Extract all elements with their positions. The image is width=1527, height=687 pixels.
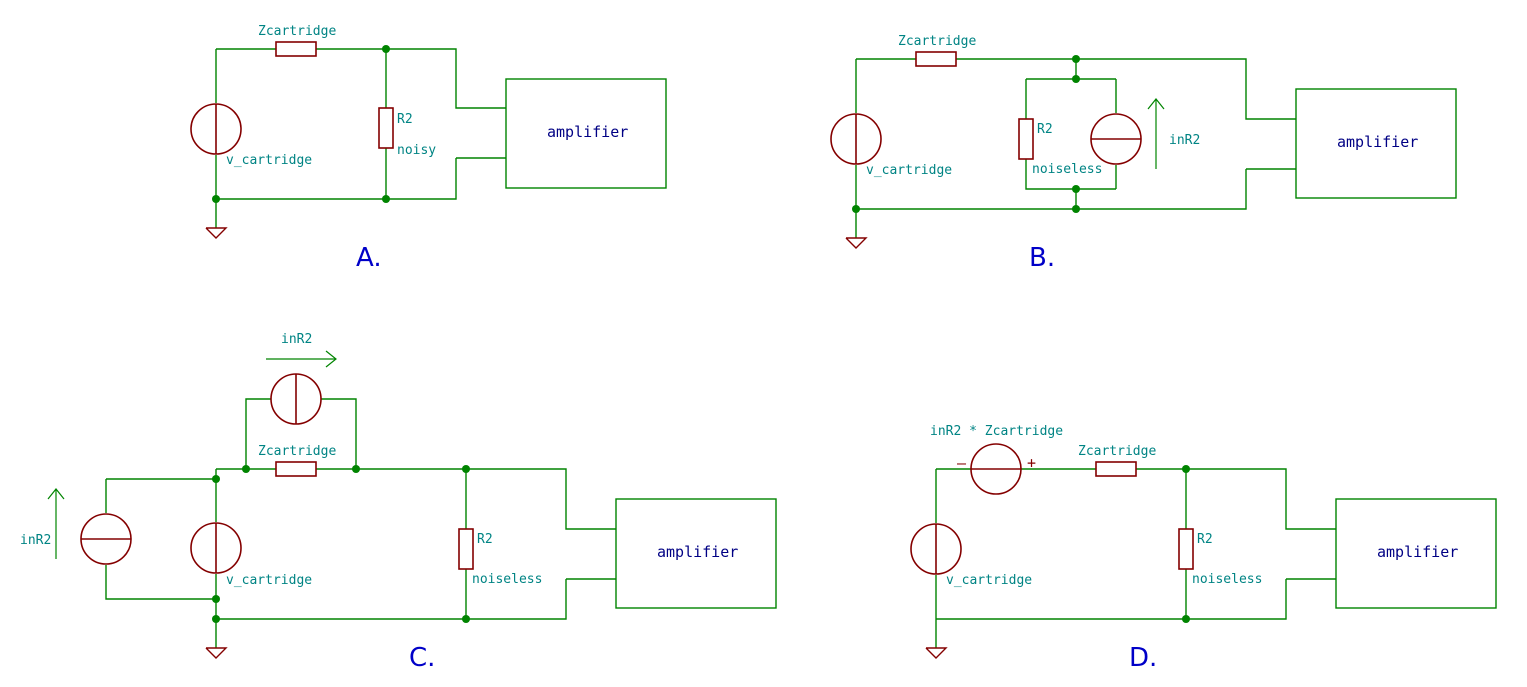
wire-d [935,468,1336,648]
amplifier-block [505,78,667,189]
amplifier-block [615,498,777,609]
junction-dot [382,45,390,53]
junction-dot [212,615,220,623]
v-cartridge-label: v_cartridge [946,573,1032,588]
source-label: inR2 * Zcartridge [930,424,1063,439]
junction-dot [1182,615,1190,623]
r2-label: R2 [1197,532,1213,547]
junction-dot [212,475,220,483]
plus-sign: + [1027,454,1036,472]
v-cartridge-label: v_cartridge [226,573,312,588]
current-source [80,513,132,565]
r2-resistor [378,107,394,149]
zcartridge-label: Zcartridge [1078,444,1156,459]
r2-note-label: noisy [397,143,436,158]
ground-symbol [205,647,228,659]
diagram-d: inR2 * Zcartridge – + Zcartridge v_cartr… [910,424,1497,673]
v-cartridge-label: v_cartridge [226,153,312,168]
current-label: inR2 [1169,133,1200,148]
r2-resistor [1018,118,1034,160]
current-top-label: inR2 [281,332,312,347]
diagram-letter: D. [1129,643,1157,673]
current-source [1090,113,1142,165]
wire-a [215,48,506,228]
zcartridge-label: Zcartridge [258,444,336,459]
current-source [270,373,322,425]
junction-dot [1072,75,1080,83]
junction-dot [1072,205,1080,213]
wire-c [105,398,616,648]
amplifier-block [1295,88,1457,199]
amplifier-block [1335,498,1497,609]
zcartridge-resistor [275,461,317,477]
junction-dot [212,595,220,603]
current-arrow [47,488,65,559]
r2-note-label: noiseless [472,572,542,587]
amplifier-label: amplifier [1337,133,1418,151]
junction-dot [462,615,470,623]
amplifier-label: amplifier [1377,543,1458,561]
current-arrow [266,350,337,368]
zcartridge-resistor [915,51,957,67]
junction-dot [382,195,390,203]
junction-dot [852,205,860,213]
current-arrow [1147,98,1165,169]
voltage-source [190,522,242,574]
minus-sign: – [957,454,967,472]
junction-dot [1072,55,1080,63]
ground-symbol [205,227,228,239]
ground-symbol [925,647,948,659]
junction-dot [1182,465,1190,473]
zcartridge-resistor [275,41,317,57]
voltage-source [830,113,882,165]
diagram-b: Zcartridge v_cartridge R2 noiseless inR2… [830,34,1457,273]
ground-symbol [845,237,868,249]
voltage-source [910,523,962,575]
junction-dot [462,465,470,473]
r2-label: R2 [477,532,493,547]
diagram-letter: B. [1029,243,1055,273]
amplifier-label: amplifier [547,123,628,141]
diagram-letter: A. [356,243,382,273]
r2-label: R2 [1037,122,1053,137]
junction-dot [212,195,220,203]
r2-label: R2 [397,112,413,127]
amplifier-label: amplifier [657,543,738,561]
zcartridge-resistor [1095,461,1137,477]
zcartridge-label: Zcartridge [258,24,336,39]
diagram-c: Zcartridge v_cartridge R2 noiseless inR2… [20,332,777,673]
zcartridge-label: Zcartridge [898,34,976,49]
series-voltage-source [970,443,1022,495]
r2-note-label: noiseless [1192,572,1262,587]
r2-resistor [458,528,474,570]
r2-resistor [1178,528,1194,570]
junction-dot [352,465,360,473]
diagram-a: Zcartridge v_cartridge R2 noisy amplifie… [190,24,667,273]
diagram-letter: C. [409,643,435,673]
v-cartridge-label: v_cartridge [866,163,952,178]
r2-note-label: noiseless [1032,162,1102,177]
voltage-source [190,103,242,155]
current-left-label: inR2 [20,533,51,548]
junction-dot [242,465,250,473]
junction-dot [1072,185,1080,193]
